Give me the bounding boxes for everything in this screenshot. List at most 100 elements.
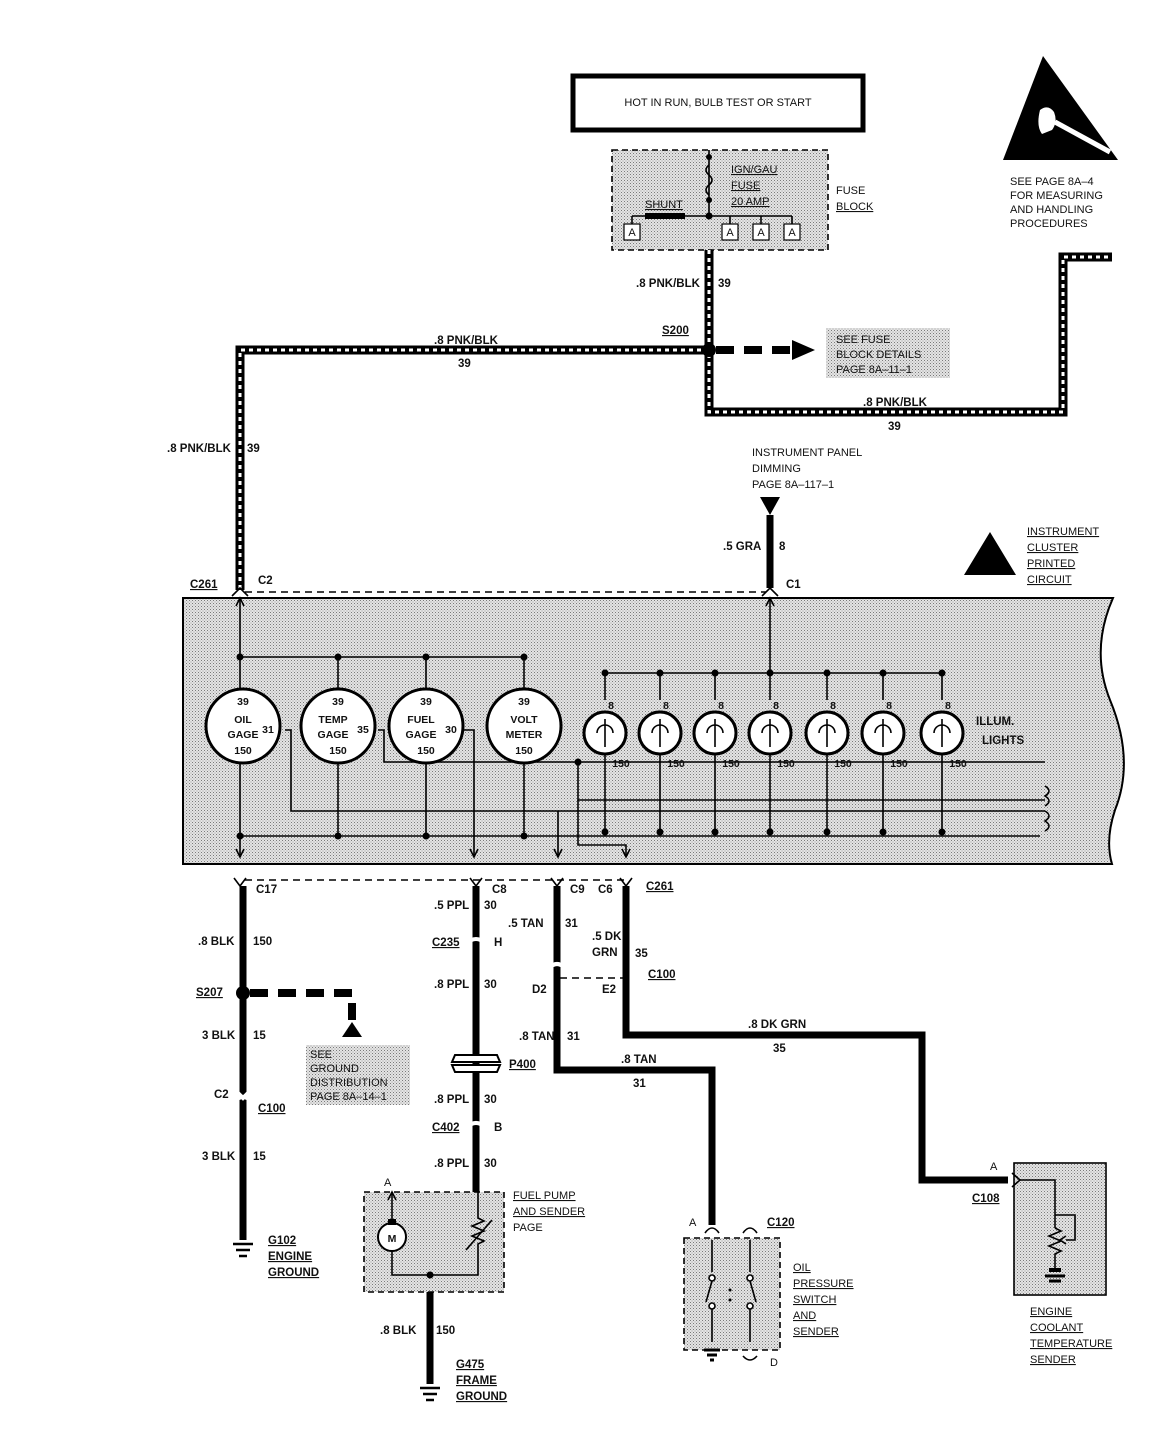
esd-note-4: PROCEDURES <box>1010 218 1088 230</box>
connector-b: B <box>494 1122 502 1134</box>
gauge-volt: 39 VOLT METER 150 <box>485 687 563 765</box>
ground-dist-note-1: SEE <box>310 1049 332 1061</box>
wire-circuit-blk-3b: 15 <box>253 1151 266 1163</box>
lamp-6-top: 8 <box>886 700 892 712</box>
wire-label-tan-8a: .8 TAN <box>519 1031 555 1043</box>
oil-switch-contact-icon <box>705 1240 757 1342</box>
wire-label-gra: .5 GRA <box>723 541 761 553</box>
fuse-terminal-a4: A <box>788 227 796 239</box>
gauge-volt-line1: VOLT <box>510 714 538 726</box>
motor-label: M <box>388 1233 397 1245</box>
coolant-sender-box <box>1013 1162 1107 1296</box>
gauge-fuel-top: 39 <box>420 696 432 708</box>
splice-s207-label: S207 <box>196 987 223 999</box>
gauge-temp-line2: GAGE <box>318 729 349 741</box>
fuse-label-1: IGN/GAU <box>731 164 778 176</box>
lamp-2-bottom: 150 <box>667 758 685 770</box>
coolant-label-3: TEMPERATURE <box>1030 1338 1112 1350</box>
wire-label-top: .8 PNK/BLK <box>434 335 499 347</box>
gauge-volt-bottom: 150 <box>515 745 533 757</box>
hot-banner-text: HOT IN RUN, BULB TEST OR START <box>624 97 812 109</box>
oil-switch-label-5: SENDER <box>793 1326 839 1338</box>
lamp-5-top: 8 <box>830 700 836 712</box>
fuel-pump-label-3: PAGE <box>513 1222 543 1234</box>
coolant-terminal-a: A <box>990 1161 998 1173</box>
dimming-note-3: PAGE 8A–117–1 <box>752 479 834 491</box>
lamp-7-top: 8 <box>945 700 951 712</box>
gauge-fuel: 39 FUEL GAGE 150 30 <box>387 687 465 765</box>
wire-circuit-dkgrn-1: 35 <box>635 948 648 960</box>
connector-h: H <box>494 937 502 949</box>
fuse-element-icon <box>705 164 713 196</box>
wire-label-left: .8 PNK/BLK <box>167 443 232 455</box>
s207-arrow-icon <box>342 1022 362 1037</box>
wire-circuit-blk-frame: 150 <box>436 1325 455 1337</box>
esd-note-1: SEE PAGE 8A–4 <box>1010 176 1094 188</box>
fuse-details-note-box <box>826 328 950 378</box>
gauge-oil-line1: OIL <box>234 714 252 726</box>
fuse-details-note-1: SEE FUSE <box>836 334 890 346</box>
wire-circuit-ppl-2: 30 <box>484 979 497 991</box>
cluster-title-1: INSTRUMENT <box>1027 526 1099 538</box>
lamp-5-bottom: 150 <box>834 758 852 770</box>
gauge-fuel-line1: FUEL <box>407 714 435 726</box>
fuse-details-note-3: PAGE 8A–11–1 <box>836 364 912 376</box>
wire-circuit-top: 39 <box>458 358 471 370</box>
oil-switch-label-4: AND <box>793 1310 816 1322</box>
fuse-terminal-a3: A <box>757 227 765 239</box>
connector-c100-signal: C100 <box>648 969 676 981</box>
fuse-block-title-1: FUSE <box>836 185 865 197</box>
fuse-terminal-a1: A <box>628 227 636 239</box>
wire-label-tan-5: .5 TAN <box>508 918 544 930</box>
lamp-3: 8 150 <box>692 700 740 770</box>
wire-label-fuse-out: .8 PNK/BLK <box>636 278 701 290</box>
esd-note-3: AND HANDLING <box>1010 204 1093 216</box>
wire-label-ppl-8c: .8 PPL <box>434 1158 469 1170</box>
lamp-2-top: 8 <box>663 700 669 712</box>
dimming-note-1: INSTRUMENT PANEL <box>752 447 862 459</box>
connector-p400: P400 <box>509 1059 536 1071</box>
lamp-1: 8 150 <box>582 700 630 770</box>
p400-connector-icon <box>450 1054 502 1073</box>
fuel-pump-label-1: FUEL PUMP <box>513 1190 576 1202</box>
g102-label-1: G102 <box>268 1235 296 1247</box>
lamp-4: 8 150 <box>747 700 795 770</box>
lamp-6: 8 150 <box>860 700 908 770</box>
oil-switch-terminal-d: D <box>770 1357 778 1369</box>
wire-label-blk-3b: 3 BLK <box>202 1151 236 1163</box>
gauge-fuel-bottom: 150 <box>417 745 435 757</box>
wire-circuit-ppl-4: 30 <box>484 1158 497 1170</box>
coolant-thermistor-icon <box>1046 1227 1064 1268</box>
connector-c1: C1 <box>786 579 801 591</box>
wire-label-blk-3a: 3 BLK <box>202 1030 236 1042</box>
gauge-temp-bottom: 150 <box>329 745 347 757</box>
fuel-sender-resistor-icon <box>469 1192 487 1250</box>
ground-dist-note-3: DISTRIBUTION <box>310 1077 388 1089</box>
gauge-oil-side: 31 <box>262 724 274 736</box>
oil-switch-label-2: PRESSURE <box>793 1278 854 1290</box>
connector-c17: C17 <box>256 884 277 896</box>
wire-label-dkgrn-5b: GRN <box>592 947 618 959</box>
gauge-temp-top: 39 <box>332 696 344 708</box>
g475-ground-icon <box>420 1386 440 1402</box>
gauge-oil-line2: GAGE <box>228 729 259 741</box>
g102-ground-icon <box>233 1242 253 1258</box>
wire-circuit-right: 39 <box>888 421 901 433</box>
fuse-block-title-2: BLOCK <box>836 201 874 213</box>
wire-circuit-gra: 8 <box>779 541 786 553</box>
gauge-volt-line2: METER <box>506 729 543 741</box>
connector-c402: C402 <box>432 1122 460 1134</box>
connector-c100-ground: C100 <box>258 1103 286 1115</box>
gauge-oil: 39 OIL GAGE 150 31 <box>204 687 282 765</box>
gauge-temp-side: 35 <box>357 724 369 736</box>
ground-dist-note-4: PAGE 8A–14–1 <box>310 1091 387 1103</box>
wire-label-dkgrn-5a: .5 DK <box>592 931 622 943</box>
oil-switch-terminal-a: A <box>689 1217 697 1229</box>
lamp-4-top: 8 <box>773 700 779 712</box>
gauge-fuel-side: 30 <box>445 724 457 736</box>
connector-c2-bottom: C2 <box>214 1089 229 1101</box>
wire-circuit-blk-3a: 15 <box>253 1030 266 1042</box>
gauge-oil-top: 39 <box>237 696 249 708</box>
hot-banner-box <box>570 73 866 133</box>
